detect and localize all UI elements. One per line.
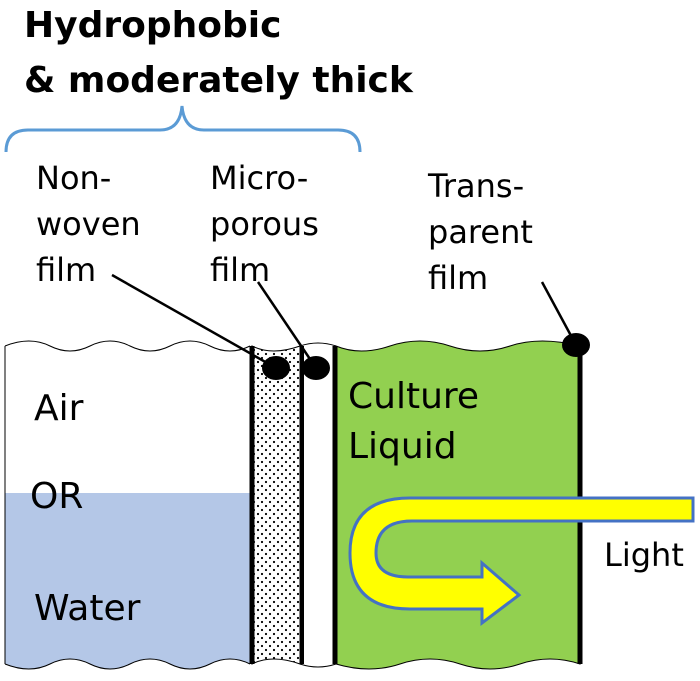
light-label: Light [604,536,684,574]
light-arrow [348,496,695,627]
water-label: Water [34,588,141,629]
nonwoven-label-line-1: Non- [36,159,112,197]
transparent-label-line-3: film [428,259,489,297]
nonwoven-marker [262,356,290,380]
title-line-2: & moderately thick [24,60,413,101]
air-region [4,340,251,670]
or-label: OR [30,476,84,517]
microporous-film [304,346,332,664]
transparent-label-line-1: Trans- [428,167,525,205]
microporous-label-line-1: Micro- [210,159,309,197]
nonwoven-label-line-2: woven [36,205,141,243]
nonwoven-label-line-3: film [36,251,97,289]
title-line-1: Hydrophobic [24,5,282,46]
transparent-marker [562,333,590,357]
culture-liquid-label-line-2: Liquid [348,426,457,467]
microporous-marker [302,356,330,380]
nonwoven-leader [111,273,277,370]
microporous-label-line-3: film [210,251,271,289]
air-label: Air [34,388,84,429]
transparent-label-line-2: parent [428,213,533,251]
microporous-label-line-2: porous [210,205,319,243]
hydrophobic-brace [4,105,362,153]
culture-liquid-label-line-1: Culture [348,376,480,417]
microporous-leader [256,281,318,369]
water-region [5,493,250,669]
nonwoven-film [251,345,301,665]
